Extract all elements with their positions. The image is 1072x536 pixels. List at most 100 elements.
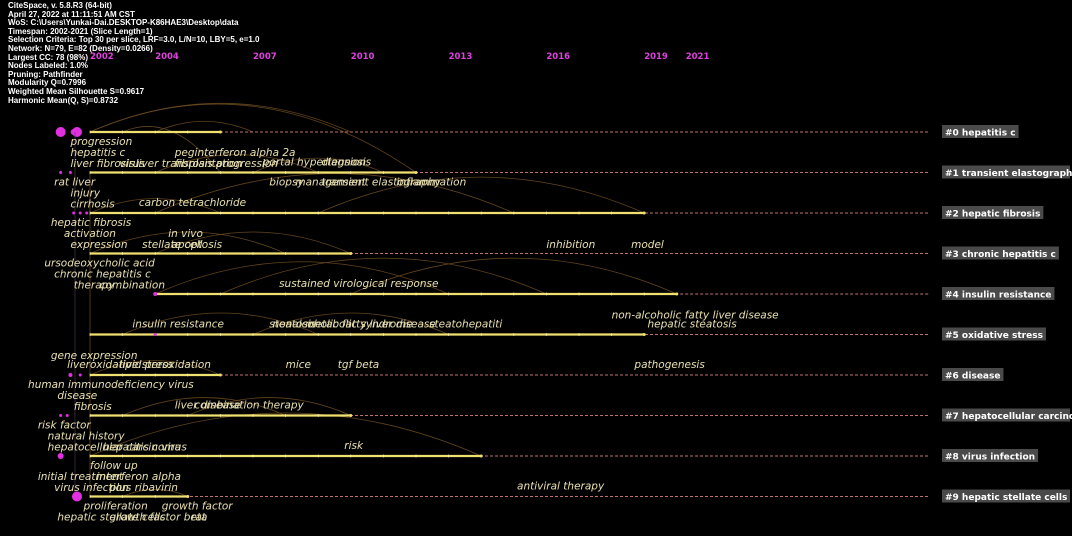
keyword-label: in vivo	[168, 228, 203, 240]
keyword-label: model	[631, 239, 664, 251]
summary-line: Largest CC: 78 (98%)	[8, 52, 89, 62]
cluster-label-text: #6 disease	[945, 372, 1000, 382]
cluster-label-text: #4 insulin resistance	[945, 291, 1051, 301]
summary-line: CiteSpace, v. 5.8.R3 (64-bit)	[8, 1, 112, 10]
cluster-label-text: #7 hepatocellular carcinoma	[945, 412, 1072, 422]
keyword-label: non-alcoholic fatty liver disease	[612, 310, 779, 322]
summary-line: Modularity Q=0.7996	[8, 78, 87, 88]
year-tick-label: 2016	[546, 52, 570, 62]
keyword-node	[72, 211, 76, 215]
keyword-label: tgf beta	[338, 359, 380, 371]
keyword-label: sustained virological response	[279, 278, 438, 290]
keyword-label: nonalcoholic fatty liver disease	[273, 319, 436, 331]
keyword-label: liver disease	[175, 400, 241, 412]
citation-arc	[122, 312, 319, 335]
summary-line: Pruning: Pathfinder	[8, 69, 83, 79]
summary-line: Network: N=79, E=82 (Density=0.0266)	[8, 43, 153, 53]
keyword-node	[71, 491, 82, 502]
keyword-label: inflammation	[396, 177, 466, 189]
cluster-label: #0 hepatitis c	[942, 125, 1019, 139]
keyword-node	[153, 292, 158, 296]
cluster-label-text: #2 hepatic fibrosis	[945, 210, 1040, 220]
cluster-label-text: #8 virus infection	[945, 453, 1035, 463]
keyword-node	[71, 127, 82, 137]
keyword-label: insulin resistance	[132, 319, 224, 331]
keyword-node	[65, 414, 69, 417]
citation-arc	[155, 231, 351, 254]
keyword-label: cirrhosis	[70, 199, 115, 211]
summary-line: WoS: C:\Users\Yunkai-Dai.DESKTOP-K86HAE3…	[8, 18, 239, 28]
keyword-label: apoptosis	[172, 239, 223, 251]
network-summary: CiteSpace, v. 5.8.R3 (64-bit)April 27, 2…	[8, 1, 260, 105]
summary-line: April 27, 2022 at 11:11:51 AM CST	[8, 9, 135, 19]
keyword-label: virus	[119, 158, 145, 170]
keyword-label: hepatic stellate cells	[57, 512, 166, 524]
cluster-label-text: #3 chronic hepatitis c	[945, 250, 1056, 260]
citation-arc	[122, 397, 286, 416]
keyword-label: steatosis	[269, 319, 316, 331]
cluster-label-text: #5 oxidative stress	[945, 331, 1043, 341]
year-tick-label: 2007	[253, 52, 277, 62]
keyword-label: fibrosis	[74, 401, 113, 413]
keyword-label: pathogenesis	[633, 359, 705, 371]
cluster-label-bg	[942, 206, 1044, 219]
cluster-label-bg	[942, 287, 1055, 300]
cluster-rows-layer	[55, 127, 930, 502]
cluster-label: #5 oxidative stress	[942, 327, 1046, 341]
cluster-label: #7 hepatocellular carcinoma	[942, 408, 1072, 422]
citation-arc	[155, 120, 254, 133]
year-tick-label: 2013	[449, 52, 473, 62]
bar-end-node	[675, 292, 679, 296]
cluster-label-text: #1 transient elastography	[945, 169, 1072, 179]
keyword-label: injury	[70, 188, 100, 200]
keyword-label: proliferation	[82, 501, 147, 513]
citation-arc	[252, 312, 449, 335]
citation-arc	[89, 198, 221, 214]
cluster-label: #3 chronic hepatitis c	[942, 246, 1059, 260]
keyword-label: chronic hepatitis c	[54, 269, 151, 281]
cluster-label: #8 virus infection	[942, 449, 1039, 463]
keyword-label: risk	[344, 440, 364, 452]
citation-arc	[89, 360, 221, 376]
keyword-label: transient elastography	[321, 177, 441, 189]
citation-arc	[155, 154, 319, 173]
cluster-label-bg	[942, 246, 1059, 260]
keyword-label: liver	[67, 359, 91, 371]
keyword-label: disease	[57, 390, 97, 402]
bar-end-node	[218, 130, 222, 134]
keyword-label: hepatic fibrosis	[51, 217, 132, 229]
keyword-label: biopsy	[269, 177, 304, 189]
keyword-label: expression	[70, 239, 127, 251]
keyword-label: liver transplantation	[136, 158, 243, 170]
year-tick-label: 2002	[90, 52, 114, 62]
cluster-label-text: #9 hepatic stellate cells	[945, 493, 1067, 503]
arcs-layer	[89, 103, 677, 497]
keyword-label: antiviral therapy	[517, 481, 605, 493]
keyword-label: hepatic steatosis	[647, 319, 737, 331]
citation-arc	[318, 176, 645, 214]
cluster-label-bg	[942, 368, 1004, 381]
keyword-label: carbon tetrachloride	[139, 197, 246, 209]
keyword-label: progression	[69, 136, 132, 148]
keyword-label: growth factor	[162, 501, 234, 513]
keyword-label: hepatitis c virus	[103, 442, 187, 454]
citation-arc	[122, 489, 188, 497]
keyword-node	[78, 211, 82, 215]
keyword-label: lipid peroxidation	[119, 359, 211, 371]
keyword-label: combination	[100, 280, 165, 292]
citation-arc	[89, 231, 286, 254]
keyword-node	[153, 333, 157, 336]
cluster-label: #4 insulin resistance	[942, 287, 1055, 301]
keyword-label: interferon alpha	[97, 471, 181, 483]
citation-arc	[252, 157, 384, 173]
citation-arc	[155, 261, 449, 295]
keyword-label: gene expression	[51, 350, 138, 362]
cluster-label-bg	[942, 125, 1019, 138]
keyword-label: ursodeoxycholic acid	[44, 258, 155, 270]
keyword-label: liver fibrosis	[70, 158, 135, 170]
year-tick-label: 2021	[686, 52, 710, 62]
bar-end-node	[642, 211, 646, 215]
